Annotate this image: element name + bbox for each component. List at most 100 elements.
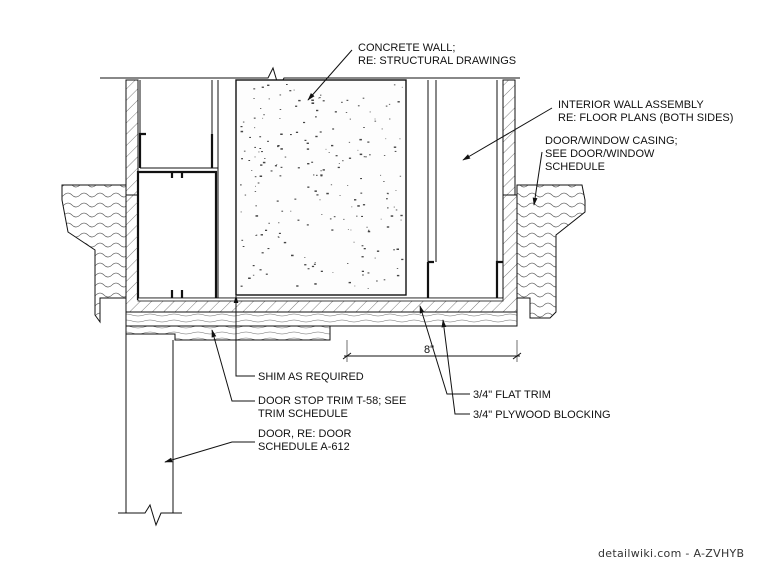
aggregate-speck [311, 265, 315, 268]
aggregate-speck [254, 127, 256, 129]
aggregate-speck [316, 174, 318, 176]
aggregate-speck [294, 198, 297, 200]
aggregate-speck [261, 252, 264, 254]
aggregate-speck [253, 98, 255, 99]
aggregate-speck [253, 117, 256, 119]
aggregate-speck [306, 142, 309, 144]
label-casing-1: DOOR/WINDOW CASING; [545, 135, 678, 147]
aggregate-speck [274, 165, 277, 167]
left-interior-wall [125, 79, 219, 300]
aggregate-speck [295, 131, 299, 133]
aggregate-speck [290, 134, 292, 136]
aggregate-speck [383, 155, 386, 156]
aggregate-speck [361, 215, 363, 217]
concrete-wall [235, 79, 407, 296]
aggregate-speck [320, 175, 323, 177]
aggregate-speck [332, 272, 334, 273]
aggregate-speck [396, 274, 400, 277]
aggregate-speck [259, 175, 263, 177]
aggregate-speck [314, 283, 317, 285]
aggregate-speck [240, 285, 243, 287]
aggregate-speck [280, 148, 283, 150]
aggregate-speck [260, 234, 263, 236]
aggregate-speck [361, 245, 364, 247]
right-door-casing [516, 184, 586, 319]
aggregate-speck [374, 118, 376, 120]
aggregate-speck [283, 241, 287, 244]
aggregate-speck [291, 254, 294, 257]
aggregate-speck [363, 248, 366, 250]
aggregate-speck [262, 117, 264, 119]
aggregate-speck [387, 193, 389, 195]
aggregate-speck [280, 133, 283, 135]
aggregate-speck [319, 97, 321, 99]
aggregate-speck [325, 148, 327, 150]
aggregate-speck [248, 160, 251, 161]
aggregate-speck [353, 241, 355, 243]
aggregate-speck [315, 116, 317, 118]
door-leaf [118, 334, 182, 527]
aggregate-speck [393, 84, 396, 86]
aggregate-speck [316, 194, 319, 196]
aggregate-speck [400, 219, 402, 221]
aggregate-speck [367, 141, 370, 143]
aggregate-speck [386, 198, 388, 200]
aggregate-speck [363, 156, 366, 158]
aggregate-speck [279, 109, 282, 110]
aggregate-speck [286, 84, 288, 85]
aggregate-speck [249, 136, 251, 138]
aggregate-speck [263, 114, 265, 116]
aggregate-speck [251, 170, 253, 171]
aggregate-speck [356, 215, 358, 217]
aggregate-speck [306, 224, 309, 226]
aggregate-speck [367, 272, 370, 274]
aggregate-speck [393, 249, 395, 251]
label-shim: SHIM AS REQUIRED [258, 371, 364, 383]
aggregate-speck [396, 248, 399, 250]
aggregate-speck [332, 128, 335, 130]
aggregate-speck [306, 148, 310, 150]
aggregate-speck [390, 215, 394, 217]
aggregate-speck [307, 268, 310, 270]
aggregate-speck [383, 279, 386, 281]
label-casing-3: SCHEDULE [545, 161, 605, 173]
aggregate-speck [260, 108, 262, 109]
aggregate-speck [240, 184, 242, 186]
flat-trim-board [125, 311, 518, 327]
aggregate-speck [307, 186, 310, 188]
aggregate-speck [360, 178, 362, 180]
aggregate-speck [264, 158, 266, 159]
aggregate-speck [401, 86, 403, 88]
aggregate-speck [348, 281, 351, 284]
aggregate-speck [320, 94, 322, 96]
aggregate-speck [304, 139, 307, 141]
aggregate-speck [252, 274, 255, 276]
aggregate-speck [241, 239, 244, 241]
aggregate-speck [240, 126, 243, 128]
aggregate-speck [320, 270, 323, 272]
aggregate-speck [322, 169, 325, 171]
top-break-line [100, 66, 520, 90]
aggregate-speck [254, 176, 257, 178]
aggregate-speck [395, 190, 397, 191]
aggregate-speck [362, 97, 365, 99]
aggregate-speck [307, 163, 310, 165]
aggregate-speck [354, 285, 356, 287]
aggregate-speck [255, 205, 257, 207]
aggregate-speck [387, 207, 389, 209]
aggregate-speck [357, 105, 360, 107]
aggregate-speck [365, 156, 367, 158]
aggregate-speck [357, 149, 359, 151]
aggregate-speck [322, 100, 325, 102]
aggregate-speck [380, 218, 382, 220]
aggregate-speck [319, 199, 321, 201]
aggregate-speck [348, 141, 351, 143]
aggregate-speck [347, 229, 349, 230]
aggregate-speck [281, 210, 284, 212]
aggregate-speck [397, 101, 400, 103]
aggregate-speck [242, 246, 245, 247]
aggregate-speck [259, 269, 262, 271]
aggregate-speck [337, 166, 340, 169]
aggregate-speck [361, 270, 364, 272]
aggregate-speck [389, 118, 391, 120]
